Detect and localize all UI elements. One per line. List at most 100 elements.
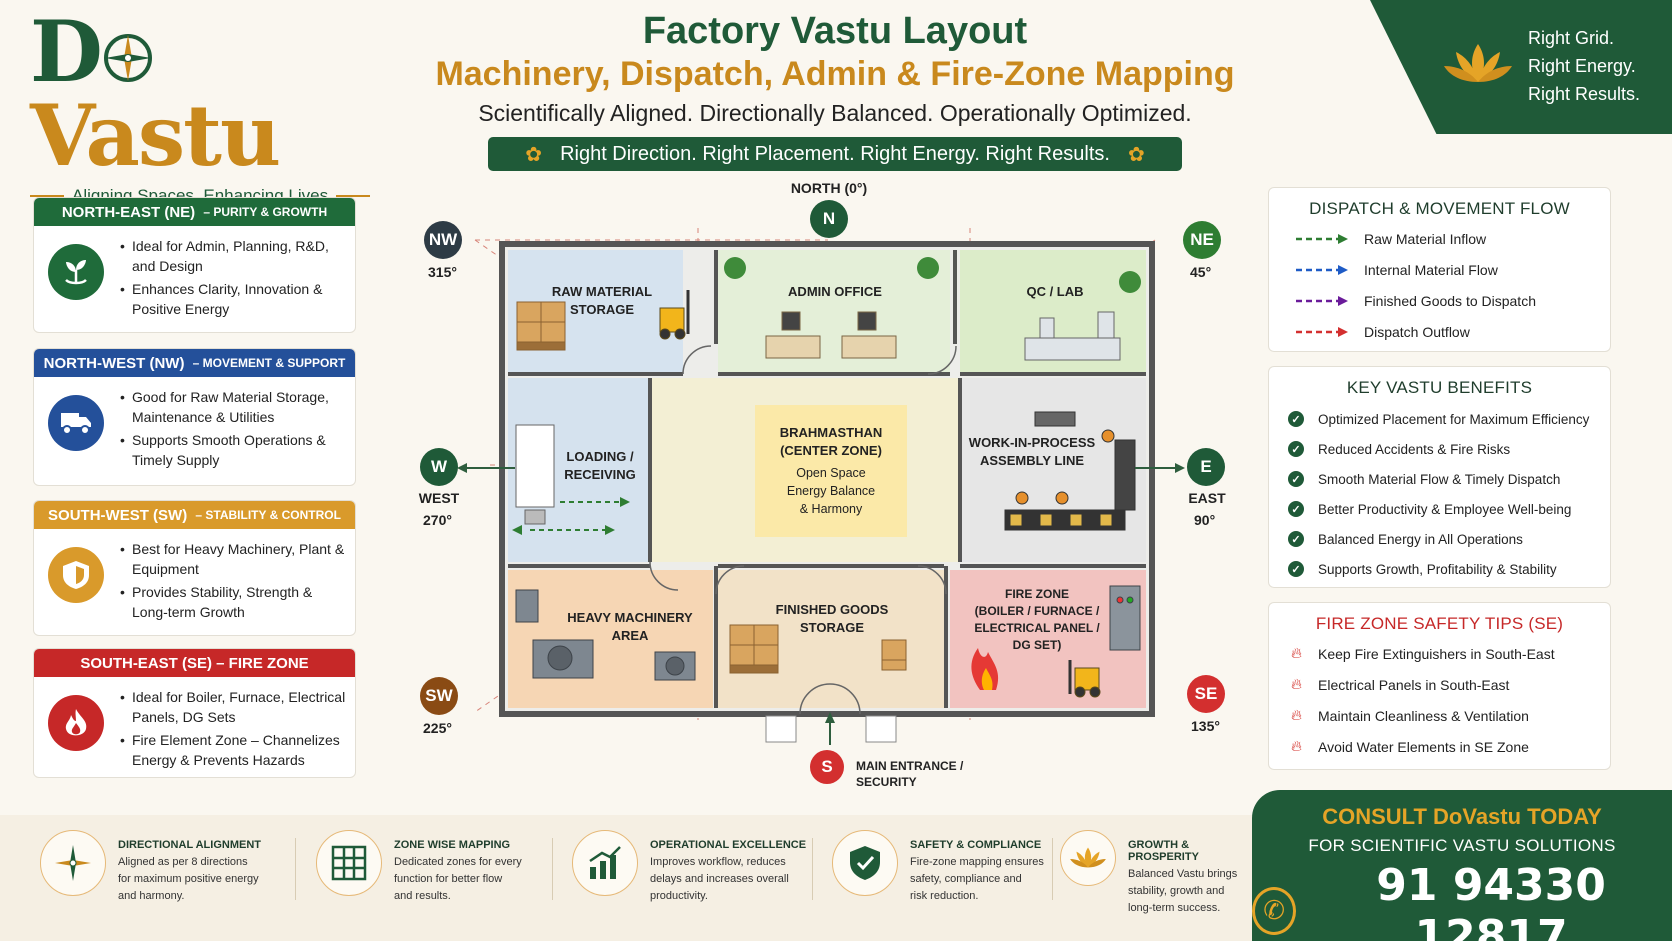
divider bbox=[336, 195, 371, 197]
card-bullet: Provides Stability, Strength & Long-term… bbox=[120, 582, 347, 622]
card-title: NORTH-EAST (NE) bbox=[61, 203, 196, 221]
feature-title: OPERATIONAL EXCELLENCE bbox=[650, 839, 807, 851]
growth-chart-icon bbox=[572, 830, 638, 896]
lotus-icon bbox=[1060, 830, 1116, 886]
legend-item: Dispatch Outflow bbox=[1269, 316, 1610, 347]
ribbon-line: Right Grid. bbox=[1528, 28, 1615, 48]
lotus-icon: ✿ bbox=[1127, 143, 1145, 166]
divider bbox=[30, 195, 64, 197]
electrical-panel-icon bbox=[1109, 585, 1141, 651]
panel-title: DISPATCH & MOVEMENT FLOW bbox=[1309, 199, 1570, 218]
truck-icon bbox=[48, 395, 104, 451]
east-label: EAST bbox=[1188, 490, 1226, 506]
panel-title: KEY VASTU BENEFITS bbox=[1346, 378, 1533, 397]
tip-item: 🔥︎Electrical Panels in South-East bbox=[1291, 676, 1510, 693]
card-suffix: – PURITY & GROWTH bbox=[203, 205, 328, 219]
card-south-east: SOUTH-EAST (SE) – FIRE ZONE Ideal for Bo… bbox=[33, 648, 356, 778]
logo-d: D bbox=[30, 2, 103, 101]
plant-icon bbox=[724, 257, 1141, 293]
legend-item: Internal Material Flow bbox=[1269, 254, 1610, 285]
door-arcs bbox=[649, 345, 957, 715]
check-icon: ✓ bbox=[1288, 471, 1304, 487]
card-bullet: Supports Smooth Operations & Timely Supp… bbox=[120, 430, 347, 470]
banner: ✿ Right Direction. Right Placement. Righ… bbox=[488, 137, 1182, 171]
card-bullet: Fire Element Zone – Channelizes Energy &… bbox=[120, 730, 347, 770]
benefit-item: ✓Supports Growth, Profitability & Stabil… bbox=[1269, 554, 1610, 584]
forklift-icon bbox=[659, 290, 1101, 698]
panel-title: FIRE ZONE SAFETY TIPS (SE) bbox=[1315, 614, 1564, 633]
shield-check-icon bbox=[832, 830, 898, 896]
card-bullet: Ideal for Admin, Planning, R&D, and Desi… bbox=[120, 236, 347, 276]
feature-title: DIRECTIONAL ALIGNMENT bbox=[118, 839, 261, 851]
fire-icon bbox=[48, 695, 104, 751]
card-south-west: SOUTH-WEST (SW) – STABILITY & CONTROL Be… bbox=[33, 500, 356, 636]
north-badge: N bbox=[810, 200, 848, 238]
tip-item: 🔥︎Maintain Cleanliness & Ventilation bbox=[1291, 707, 1529, 724]
tip-item: 🔥︎Keep Fire Extinguishers in South-East bbox=[1291, 645, 1555, 662]
dispatch-flow-panel: DISPATCH & MOVEMENT FLOW Raw Material In… bbox=[1268, 187, 1611, 352]
phone-row[interactable]: ✆ 91 94330 12817 bbox=[1252, 860, 1672, 941]
room-label-fire: FIRE ZONE(BOILER / FURNACE /ELECTRICAL P… bbox=[974, 587, 1100, 652]
room-label-qc: QC / LAB bbox=[1026, 284, 1084, 299]
card-header: NORTH-WEST (NW) – MOVEMENT & SUPPORT bbox=[34, 349, 355, 377]
fire-flame-icon bbox=[971, 648, 999, 690]
card-title: SOUTH-EAST (SE) bbox=[80, 654, 212, 672]
feature-title: ZONE WISE MAPPING bbox=[394, 839, 511, 851]
west-degree: 270° bbox=[423, 512, 452, 528]
lotus-icon: ✿ bbox=[525, 143, 543, 166]
ribbon-line: Right Results. bbox=[1528, 84, 1641, 104]
banner-text: Right Direction. Right Placement. Right … bbox=[560, 142, 1110, 165]
ne-degree: 45° bbox=[1190, 264, 1212, 280]
sw-badge: SW bbox=[420, 677, 458, 715]
benefits-panel: KEY VASTU BENEFITS ✓Optimized Placement … bbox=[1268, 366, 1611, 588]
dashed-arrow-icon bbox=[1296, 233, 1348, 244]
room-admin-office bbox=[718, 250, 950, 372]
card-north-west: NORTH-WEST (NW) – MOVEMENT & SUPPORT Goo… bbox=[33, 348, 356, 486]
check-icon: ✓ bbox=[1288, 441, 1304, 457]
check-icon: ✓ bbox=[1288, 531, 1304, 547]
check-icon: ✓ bbox=[1288, 501, 1304, 517]
north-label: NORTH (0°) bbox=[790, 180, 868, 196]
card-header: SOUTH-EAST (SE) – FIRE ZONE bbox=[34, 649, 355, 677]
dashed-arrow-icon bbox=[1296, 264, 1348, 275]
sw-degree: 225° bbox=[423, 720, 452, 736]
consult-subtitle: FOR SCIENTIFIC VASTU SOLUTIONS bbox=[1308, 836, 1616, 855]
legend-item: Raw Material Inflow bbox=[1269, 223, 1610, 254]
benefit-item: ✓Reduced Accidents & Fire Risks bbox=[1269, 434, 1610, 464]
nw-badge: NW bbox=[424, 221, 462, 259]
seedling-icon bbox=[48, 244, 104, 300]
se-badge: SE bbox=[1187, 675, 1225, 713]
logo-vastu: Vastu bbox=[30, 86, 281, 185]
west-label: WEST bbox=[418, 490, 460, 506]
ne-badge: NE bbox=[1183, 221, 1221, 259]
ribbon-line: Right Energy. bbox=[1528, 56, 1636, 76]
brahmasthan-zone bbox=[755, 405, 907, 537]
title-block: Factory Vastu Layout Machinery, Dispatch… bbox=[430, 10, 1240, 171]
grid-icon bbox=[316, 830, 382, 896]
assembly-line-icon bbox=[1004, 411, 1136, 531]
consult-title: CONSULT DoVastu TODAY bbox=[1322, 804, 1602, 829]
dovastu-logo: D Vastu Aligning Spaces, Enhancing Lives bbox=[30, 10, 390, 205]
east-degree: 90° bbox=[1194, 512, 1216, 528]
legend-item: Finished Goods to Dispatch bbox=[1269, 285, 1610, 316]
ribbon-text: Right Grid. Right Energy. Right Results. bbox=[1528, 24, 1640, 108]
flow-arrows bbox=[512, 497, 630, 535]
flame-icon: 🔥︎ bbox=[1291, 645, 1303, 662]
room-heavy-machinery bbox=[508, 570, 713, 708]
check-icon: ✓ bbox=[1288, 411, 1304, 427]
feature-title: GROWTH & PROSPERITY bbox=[1128, 839, 1199, 863]
flame-icon: 🔥︎ bbox=[1291, 707, 1303, 724]
phone-number[interactable]: 91 94330 12817 bbox=[1376, 860, 1606, 941]
card-bullet: Good for Raw Material Storage, Maintenan… bbox=[120, 387, 347, 427]
compass-logo-icon bbox=[103, 34, 152, 82]
east-badge: E bbox=[1187, 448, 1225, 486]
page-subtitle: Machinery, Dispatch, Admin & Fire-Zone M… bbox=[435, 55, 1235, 93]
room-label-loading: LOADING /RECEIVING bbox=[564, 449, 636, 482]
card-header: SOUTH-WEST (SW) – STABILITY & CONTROL bbox=[34, 501, 355, 529]
